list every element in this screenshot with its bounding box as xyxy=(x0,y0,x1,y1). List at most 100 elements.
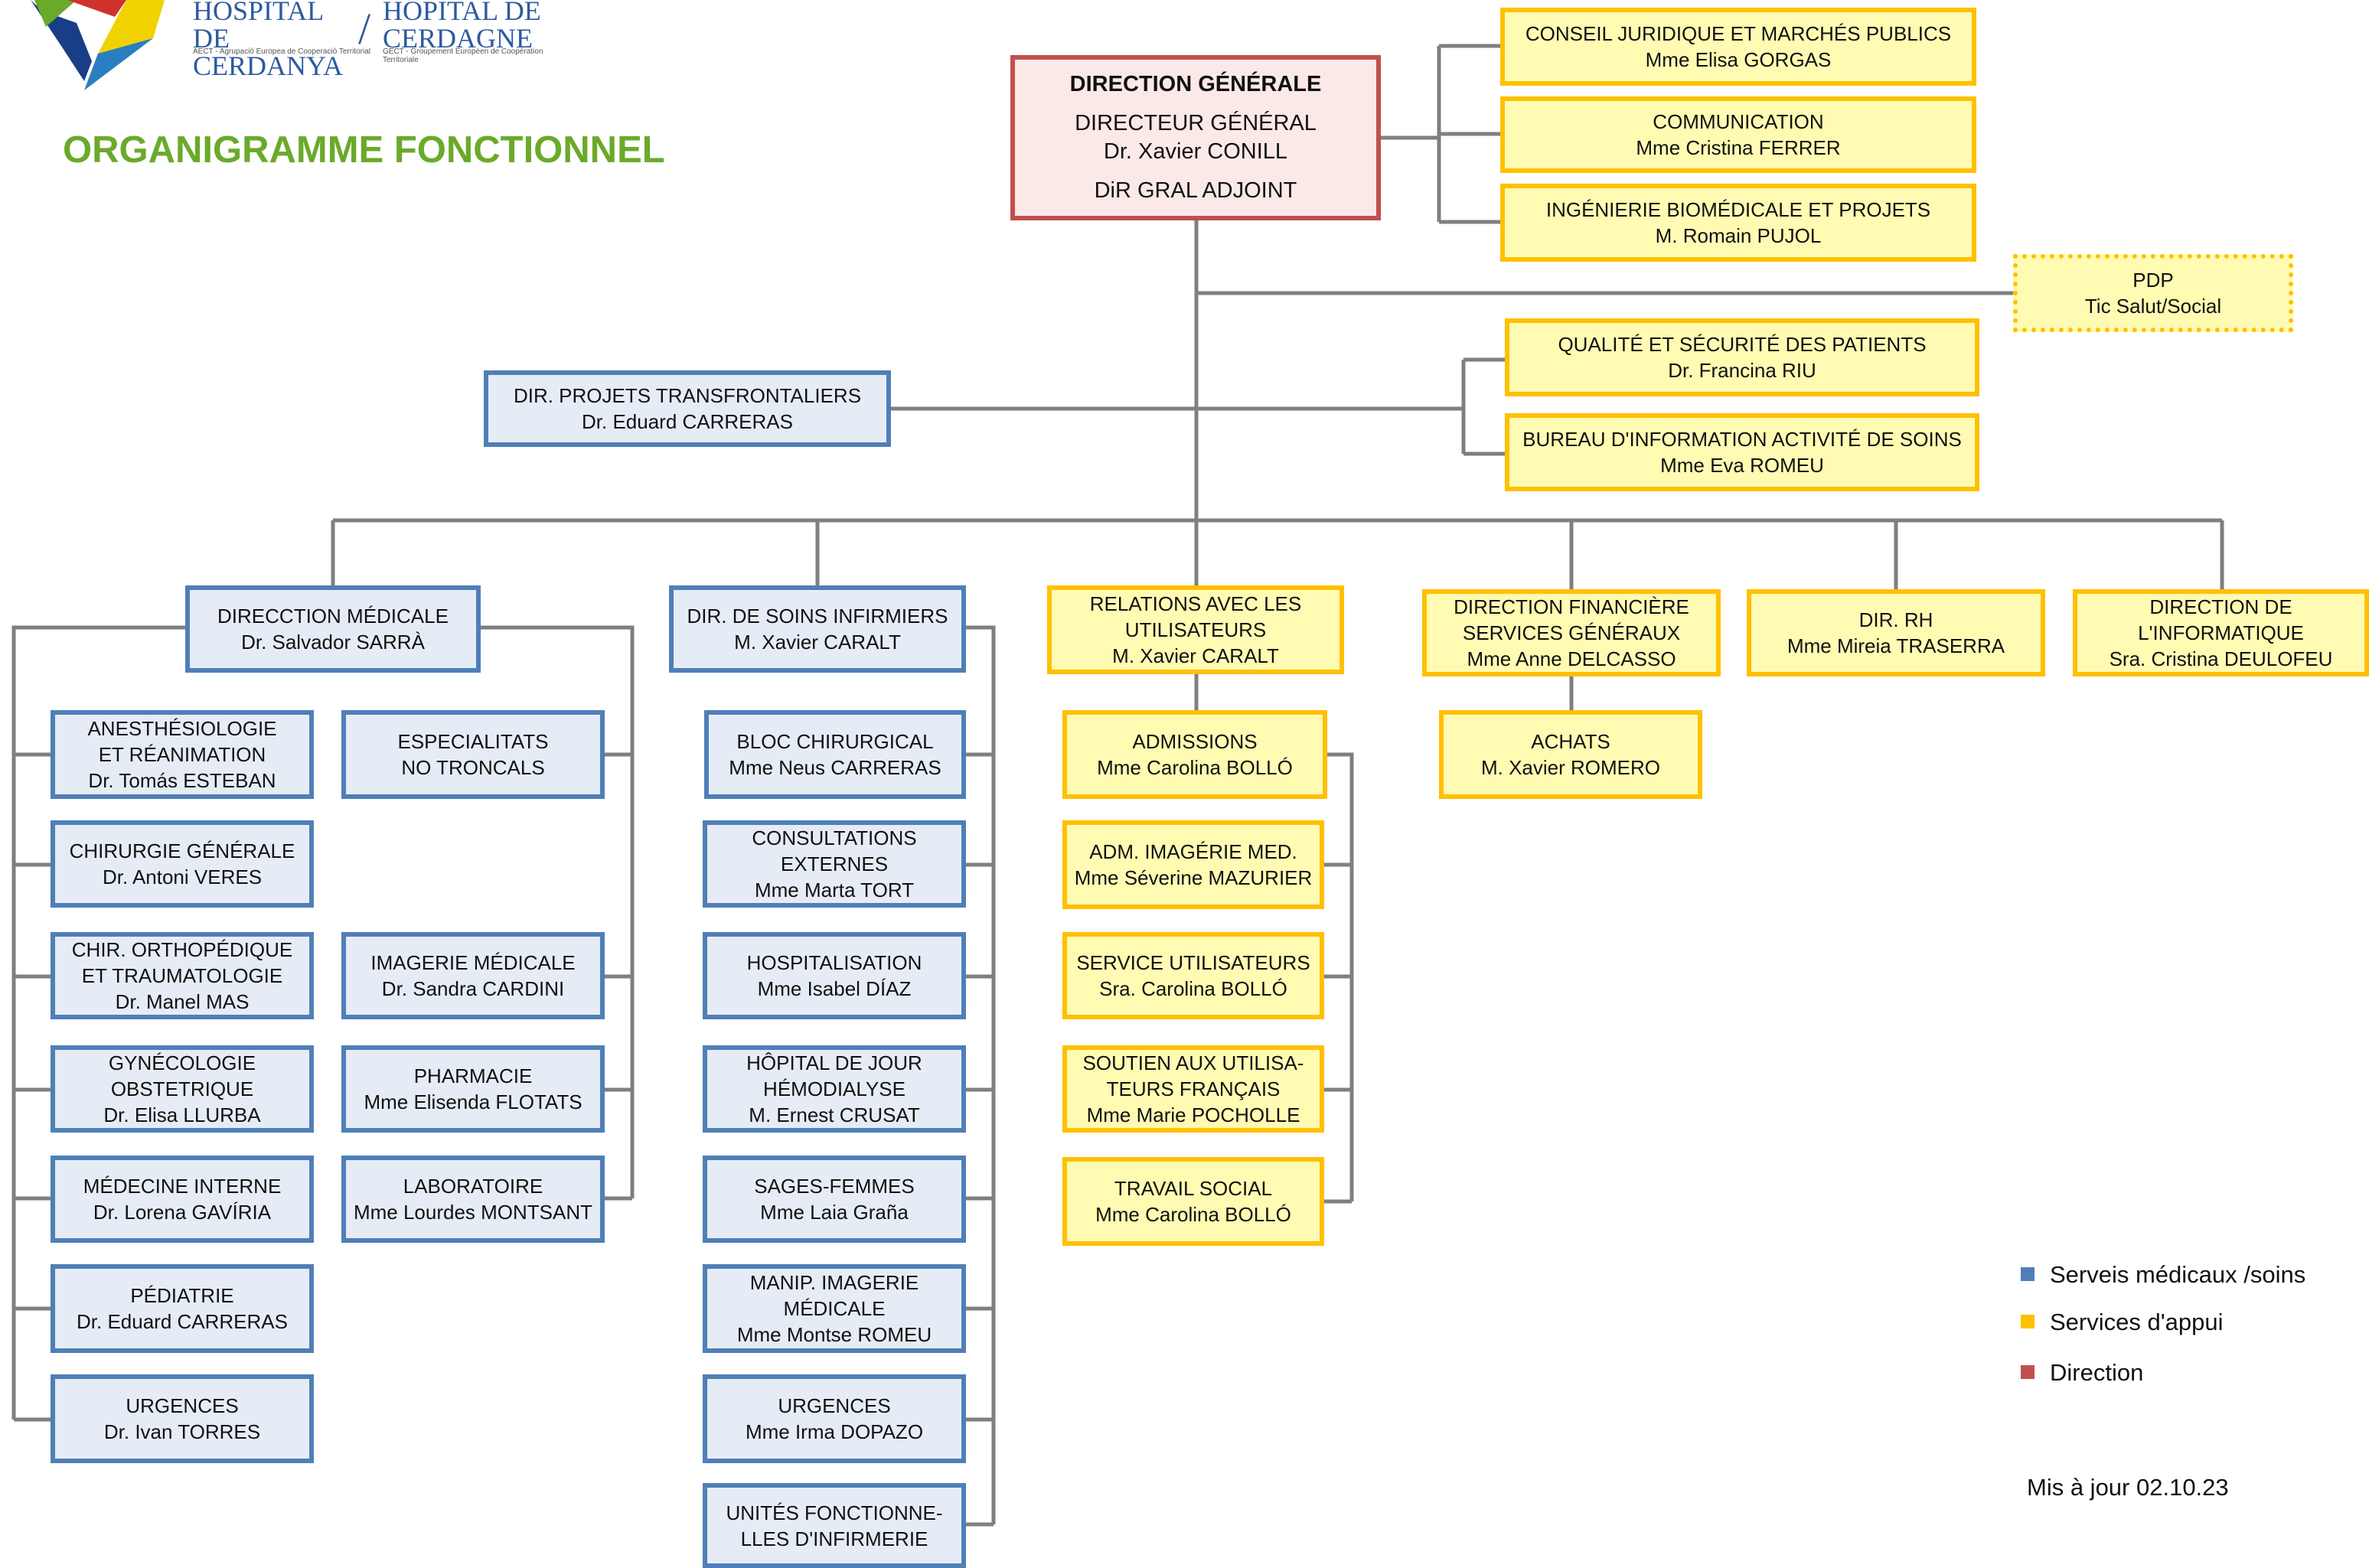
direction-heading: DIRECTION GÉNÉRALE xyxy=(1069,72,1322,96)
unit-title: DIR. RH xyxy=(1858,608,1933,631)
unit-title: QUALITÉ ET SÉCURITÉ DES PATIENTS xyxy=(1558,333,1927,356)
legend-item-medical: Serveis médicaux /soins xyxy=(2021,1261,2305,1289)
pdp-box: PDP Tic Salut/Social xyxy=(2013,254,2293,332)
direction-medicale-box: DIRECCTION MÉDICALE Dr. Salvador SARRÀ xyxy=(185,585,481,673)
unit-person: M. Xavier ROMERO xyxy=(1480,756,1661,779)
unit-title: DIRECTION DE xyxy=(2149,595,2292,618)
unit-pediatrie: PÉDIATRIE Dr. Eduard CARRERAS xyxy=(51,1264,314,1353)
unit-pharmacie: PHARMACIE Mme Elisenda FLOTATS xyxy=(341,1045,605,1133)
legend-swatch-blue xyxy=(2021,1267,2035,1281)
unit-title: RELATIONS AVEC LES xyxy=(1089,592,1302,615)
unit-anesthesiologie: ANESTHÉSIOLOGIE ET RÉANIMATION Dr. Tomás… xyxy=(51,710,314,799)
unit-title: DIR. PROJETS TRANSFRONTALIERS xyxy=(513,384,862,407)
unit-title-cont: OBSTETRIQUE xyxy=(110,1077,254,1100)
unit-person: Dr. Elisa LLURBA xyxy=(103,1103,261,1126)
direction-adjoint: DiR GRAL ADJOINT xyxy=(1094,178,1297,203)
unit-title: MÉDECINE INTERNE xyxy=(83,1175,282,1198)
quality-unit-securite-patients: QUALITÉ ET SÉCURITÉ DES PATIENTS Dr. Fra… xyxy=(1505,318,1979,396)
unit-person: Mme Isabel DÍAZ xyxy=(757,977,912,1000)
unit-title: UNITÉS FONCTIONNE- xyxy=(726,1501,943,1524)
unit-person: Mme Mireia TRASERRA xyxy=(1787,634,2005,657)
unit-title: ANESTHÉSIOLOGIE xyxy=(87,717,277,740)
direction-financiere-box: DIRECTION FINANCIÈRE SERVICES GÉNÉRAUX M… xyxy=(1422,589,1721,676)
unit-person: Mme Irma DOPAZO xyxy=(745,1420,924,1443)
unit-person: M. Ernest CRUSAT xyxy=(749,1103,920,1126)
legend-item-support: Services d'appui xyxy=(2021,1309,2224,1336)
legend-label: Direction xyxy=(2050,1359,2144,1386)
unit-title: HOSPITALISATION xyxy=(746,951,922,974)
unit-title: ADMISSIONS xyxy=(1132,730,1258,753)
unit-title-cont: MÉDICALE xyxy=(783,1297,886,1320)
unit-title: SERVICE UTILISATEURS xyxy=(1076,951,1310,974)
unit-person: Dr. Ivan TORRES xyxy=(103,1420,261,1443)
quality-unit-bureau-information: BUREAU D'INFORMATION ACTIVITÉ DE SOINS M… xyxy=(1505,413,1979,491)
logo-subtitle-catalan: AECT - Agrupació Europea de Cooperació T… xyxy=(193,47,370,56)
unit-manip-imagerie: MANIP. IMAGERIE MÉDICALE Mme Montse ROME… xyxy=(703,1264,966,1353)
unit-title: PHARMACIE xyxy=(413,1064,533,1087)
unit-hopital-de-jour: HÔPITAL DE JOUR HÉMODIALYSE M. Ernest CR… xyxy=(703,1045,966,1133)
unit-title: SOUTIEN AUX UTILISA- xyxy=(1082,1051,1304,1074)
unit-person: Dr. Tomás ESTEBAN xyxy=(88,769,276,792)
unit-service-utilisateurs: SERVICE UTILISATEURS Sra. Carolina BOLLÓ xyxy=(1062,932,1324,1019)
unit-person: Mme Carolina BOLLÓ xyxy=(1095,1203,1291,1226)
unit-title: DIRECCTION MÉDICALE xyxy=(217,605,449,628)
direction-relations-utilisateurs-box: RELATIONS AVEC LES UTILISATEURS M. Xavie… xyxy=(1047,585,1344,674)
unit-achats: ACHATS M. Xavier ROMERO xyxy=(1439,710,1702,799)
logo-text-french: HÔPITAL DE CERDAGNE xyxy=(383,0,541,54)
unit-person: Dr. Lorena GAVÍRIA xyxy=(93,1201,272,1224)
unit-title: LABORATOIRE xyxy=(403,1175,543,1198)
unit-person: Mme Carolina BOLLÓ xyxy=(1097,756,1293,779)
unit-admissions: ADMISSIONS Mme Carolina BOLLÓ xyxy=(1062,710,1327,799)
unit-person: Mme Eva ROMEU xyxy=(1660,454,1824,477)
staff-unit-conseil-juridique: CONSEIL JURIDIQUE ET MARCHÉS PUBLICS Mme… xyxy=(1500,8,1976,86)
unit-person: Dr. Antoni VERES xyxy=(102,865,263,888)
unit-travail-social: TRAVAIL SOCIAL Mme Carolina BOLLÓ xyxy=(1062,1157,1324,1246)
unit-chir-orthopedique: CHIR. ORTHOPÉDIQUE ET TRAUMATOLOGIE Dr. … xyxy=(51,932,314,1019)
unit-title-cont: UTILISATEURS xyxy=(1124,618,1267,641)
unit-title: PÉDIATRIE xyxy=(130,1284,234,1307)
unit-title: DIR. DE SOINS INFIRMIERS xyxy=(687,605,948,628)
unit-title: CONSULTATIONS xyxy=(752,826,917,849)
unit-title: ESPECIALITATS xyxy=(397,730,549,753)
unit-title-cont: TEURS FRANÇAIS xyxy=(1106,1077,1281,1100)
unit-person: Dr. Sandra CARDINI xyxy=(381,977,565,1000)
page-title: ORGANIGRAMME FONCTIONNEL xyxy=(63,129,665,171)
unit-person: Dr. Eduard CARRERAS xyxy=(77,1310,288,1333)
unit-person: Mme Anne DELCASSO xyxy=(1467,647,1676,670)
unit-person: Mme Neus CARRERAS xyxy=(729,756,941,779)
dir-projets-transfrontaliers: DIR. PROJETS TRANSFRONTALIERS Dr. Eduard… xyxy=(484,370,891,447)
unit-title-cont: ET RÉANIMATION xyxy=(98,743,266,766)
unit-title: ACHATS xyxy=(1531,730,1610,753)
unit-gynecologie: GYNÉCOLOGIE OBSTETRIQUE Dr. Elisa LLURBA xyxy=(51,1045,314,1133)
unit-title-cont: LLES D'INFIRMERIE xyxy=(740,1527,928,1550)
unit-title: SAGES-FEMMES xyxy=(754,1175,915,1198)
unit-person: M. Xavier CARALT xyxy=(734,631,901,654)
direction-name: Dr. Xavier CONILL xyxy=(1103,139,1288,164)
staff-unit-ingenierie: INGÉNIERIE BIOMÉDICALE ET PROJETS M. Rom… xyxy=(1500,184,1976,262)
unit-sages-femmes: SAGES-FEMMES Mme Laia Graña xyxy=(703,1156,966,1243)
unit-person: Mme Marta TORT xyxy=(754,879,915,901)
unit-person: Mme Elisa GORGAS xyxy=(1645,48,1832,71)
unit-title: ADM. IMAGÉRIE MED. xyxy=(1089,840,1297,863)
hospital-logo: HOSPITAL DE CERDANYA / HÔPITAL DE CERDAG… xyxy=(0,0,551,99)
unit-person: Sra. Carolina BOLLÓ xyxy=(1099,977,1287,1000)
unit-urgences-medical: URGENCES Dr. Ivan TORRES xyxy=(51,1374,314,1463)
unit-urgences-soins: URGENCES Mme Irma DOPAZO xyxy=(703,1374,966,1463)
unit-title: URGENCES xyxy=(126,1394,239,1417)
pdp-subtitle: Tic Salut/Social xyxy=(2084,295,2222,318)
unit-title: GYNÉCOLOGIE xyxy=(108,1051,256,1074)
logo-subtitle-french: GECT - Groupement Européen de Coopératio… xyxy=(383,47,543,64)
unit-title-cont: ET TRAUMATOLOGIE xyxy=(81,964,283,987)
unit-person: Mme Séverine MAZURIER xyxy=(1074,866,1313,889)
direction-generale-box: DIRECTION GÉNÉRALE DIRECTEUR GÉNÉRAL Dr.… xyxy=(1010,55,1381,220)
unit-especialitats: ESPECIALITATS NO TRONCALS xyxy=(341,710,605,799)
logo-separator: / xyxy=(358,4,371,54)
unit-title-cont: L'INFORMATIQUE xyxy=(2138,621,2304,644)
unit-person: M. Romain PUJOL xyxy=(1655,224,1822,247)
legend-swatch-yellow xyxy=(2021,1315,2035,1328)
unit-person: Mme Montse ROMEU xyxy=(736,1323,932,1346)
legend-item-direction: Direction xyxy=(2021,1359,2143,1387)
unit-person: Sra. Cristina DEULOFEU xyxy=(2109,647,2333,670)
unit-title: INGÉNIERIE BIOMÉDICALE ET PROJETS xyxy=(1545,198,1931,221)
unit-person: Dr. Eduard CARRERAS xyxy=(582,410,793,433)
